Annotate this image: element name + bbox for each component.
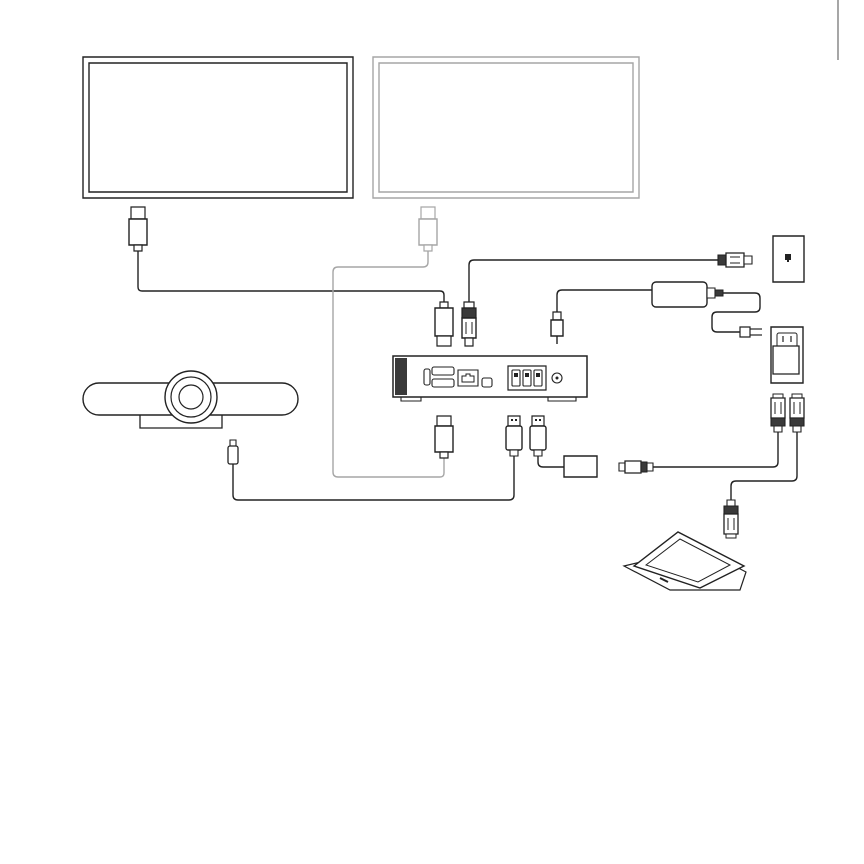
hdmi-cable-display-1 <box>138 251 444 302</box>
controller-ethernet-cable <box>731 432 797 500</box>
hdmi-plug-display-2 <box>419 207 437 251</box>
extender-usb-cable <box>538 456 564 467</box>
camera-usb-c-plug <box>228 440 238 464</box>
camera-usb-cable <box>233 456 514 500</box>
ethernet-plug-wall-side <box>718 253 752 267</box>
dc-power-plug <box>551 312 563 344</box>
adapter-cable-plug <box>707 288 723 298</box>
dc-power-cable <box>557 290 652 312</box>
display-1 <box>83 57 353 198</box>
hdmi-plug-compute-top <box>435 302 453 346</box>
touch-controller <box>624 532 746 590</box>
conference-camera <box>83 371 298 428</box>
ethernet-wall-jack <box>773 236 804 282</box>
ac-plug <box>740 327 762 337</box>
compute-unit <box>393 356 587 401</box>
ethernet-plug-outlet-right <box>790 394 804 432</box>
usb-extender-box <box>564 456 597 477</box>
hdmi-plug-compute-bottom <box>435 416 453 458</box>
power-outlet <box>771 327 803 383</box>
display-2 <box>373 57 639 198</box>
usb-plug-camera <box>506 416 522 456</box>
ethernet-plug-outlet-left <box>771 394 785 432</box>
usb-plug-extender <box>530 416 546 456</box>
ethernet-plug-extender <box>619 461 653 473</box>
hdmi-plug-display-1 <box>129 207 147 251</box>
ac-power-cable <box>707 293 760 332</box>
ethernet-plug-controller <box>724 500 738 538</box>
extender-ethernet-cable <box>653 432 778 467</box>
power-adapter <box>652 282 707 307</box>
ethernet-plug-compute <box>462 302 476 346</box>
